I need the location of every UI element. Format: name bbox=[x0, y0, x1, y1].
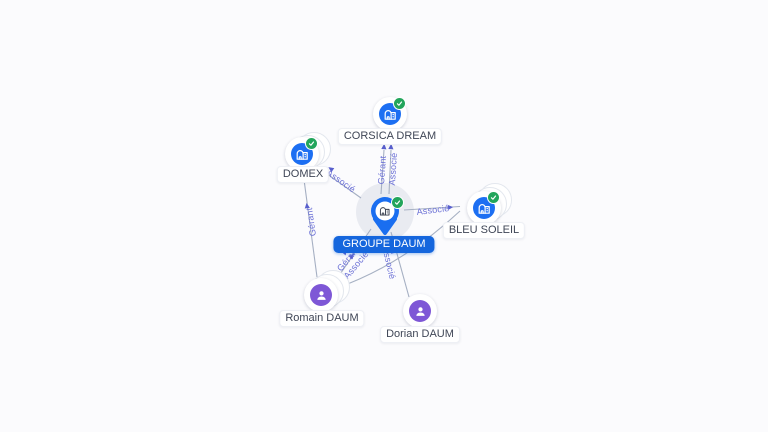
node-romain-daum[interactable] bbox=[304, 270, 350, 312]
node-label-romain-daum[interactable]: Romain DAUM bbox=[279, 310, 365, 327]
node-corsica-dream[interactable] bbox=[373, 97, 407, 131]
node-domex[interactable] bbox=[285, 132, 331, 171]
building-icon bbox=[478, 203, 490, 214]
node-dorian-daum[interactable] bbox=[403, 294, 437, 328]
person-icon bbox=[415, 306, 425, 316]
building-icon bbox=[384, 109, 396, 120]
node-bleu-soleil[interactable] bbox=[467, 183, 512, 225]
node-label-corsica-dream[interactable]: CORSICA DREAM bbox=[337, 128, 443, 145]
building-icon bbox=[379, 207, 390, 216]
verified-check-icon bbox=[305, 137, 318, 150]
node-label-bleu-soleil[interactable]: BLEU SOLEIL bbox=[442, 222, 526, 239]
verified-check-icon bbox=[487, 191, 500, 204]
node-label-dorian-daum[interactable]: Dorian DAUM bbox=[380, 326, 460, 343]
node-label-groupe-daum[interactable]: GROUPE DAUM bbox=[333, 236, 435, 253]
node-groupe-daum[interactable] bbox=[363, 195, 407, 250]
node-label-domex[interactable]: DOMEX bbox=[276, 166, 330, 183]
verified-check-icon bbox=[391, 196, 404, 209]
verified-check-icon bbox=[393, 97, 406, 110]
building-icon bbox=[296, 149, 308, 160]
person-icon bbox=[316, 290, 326, 300]
